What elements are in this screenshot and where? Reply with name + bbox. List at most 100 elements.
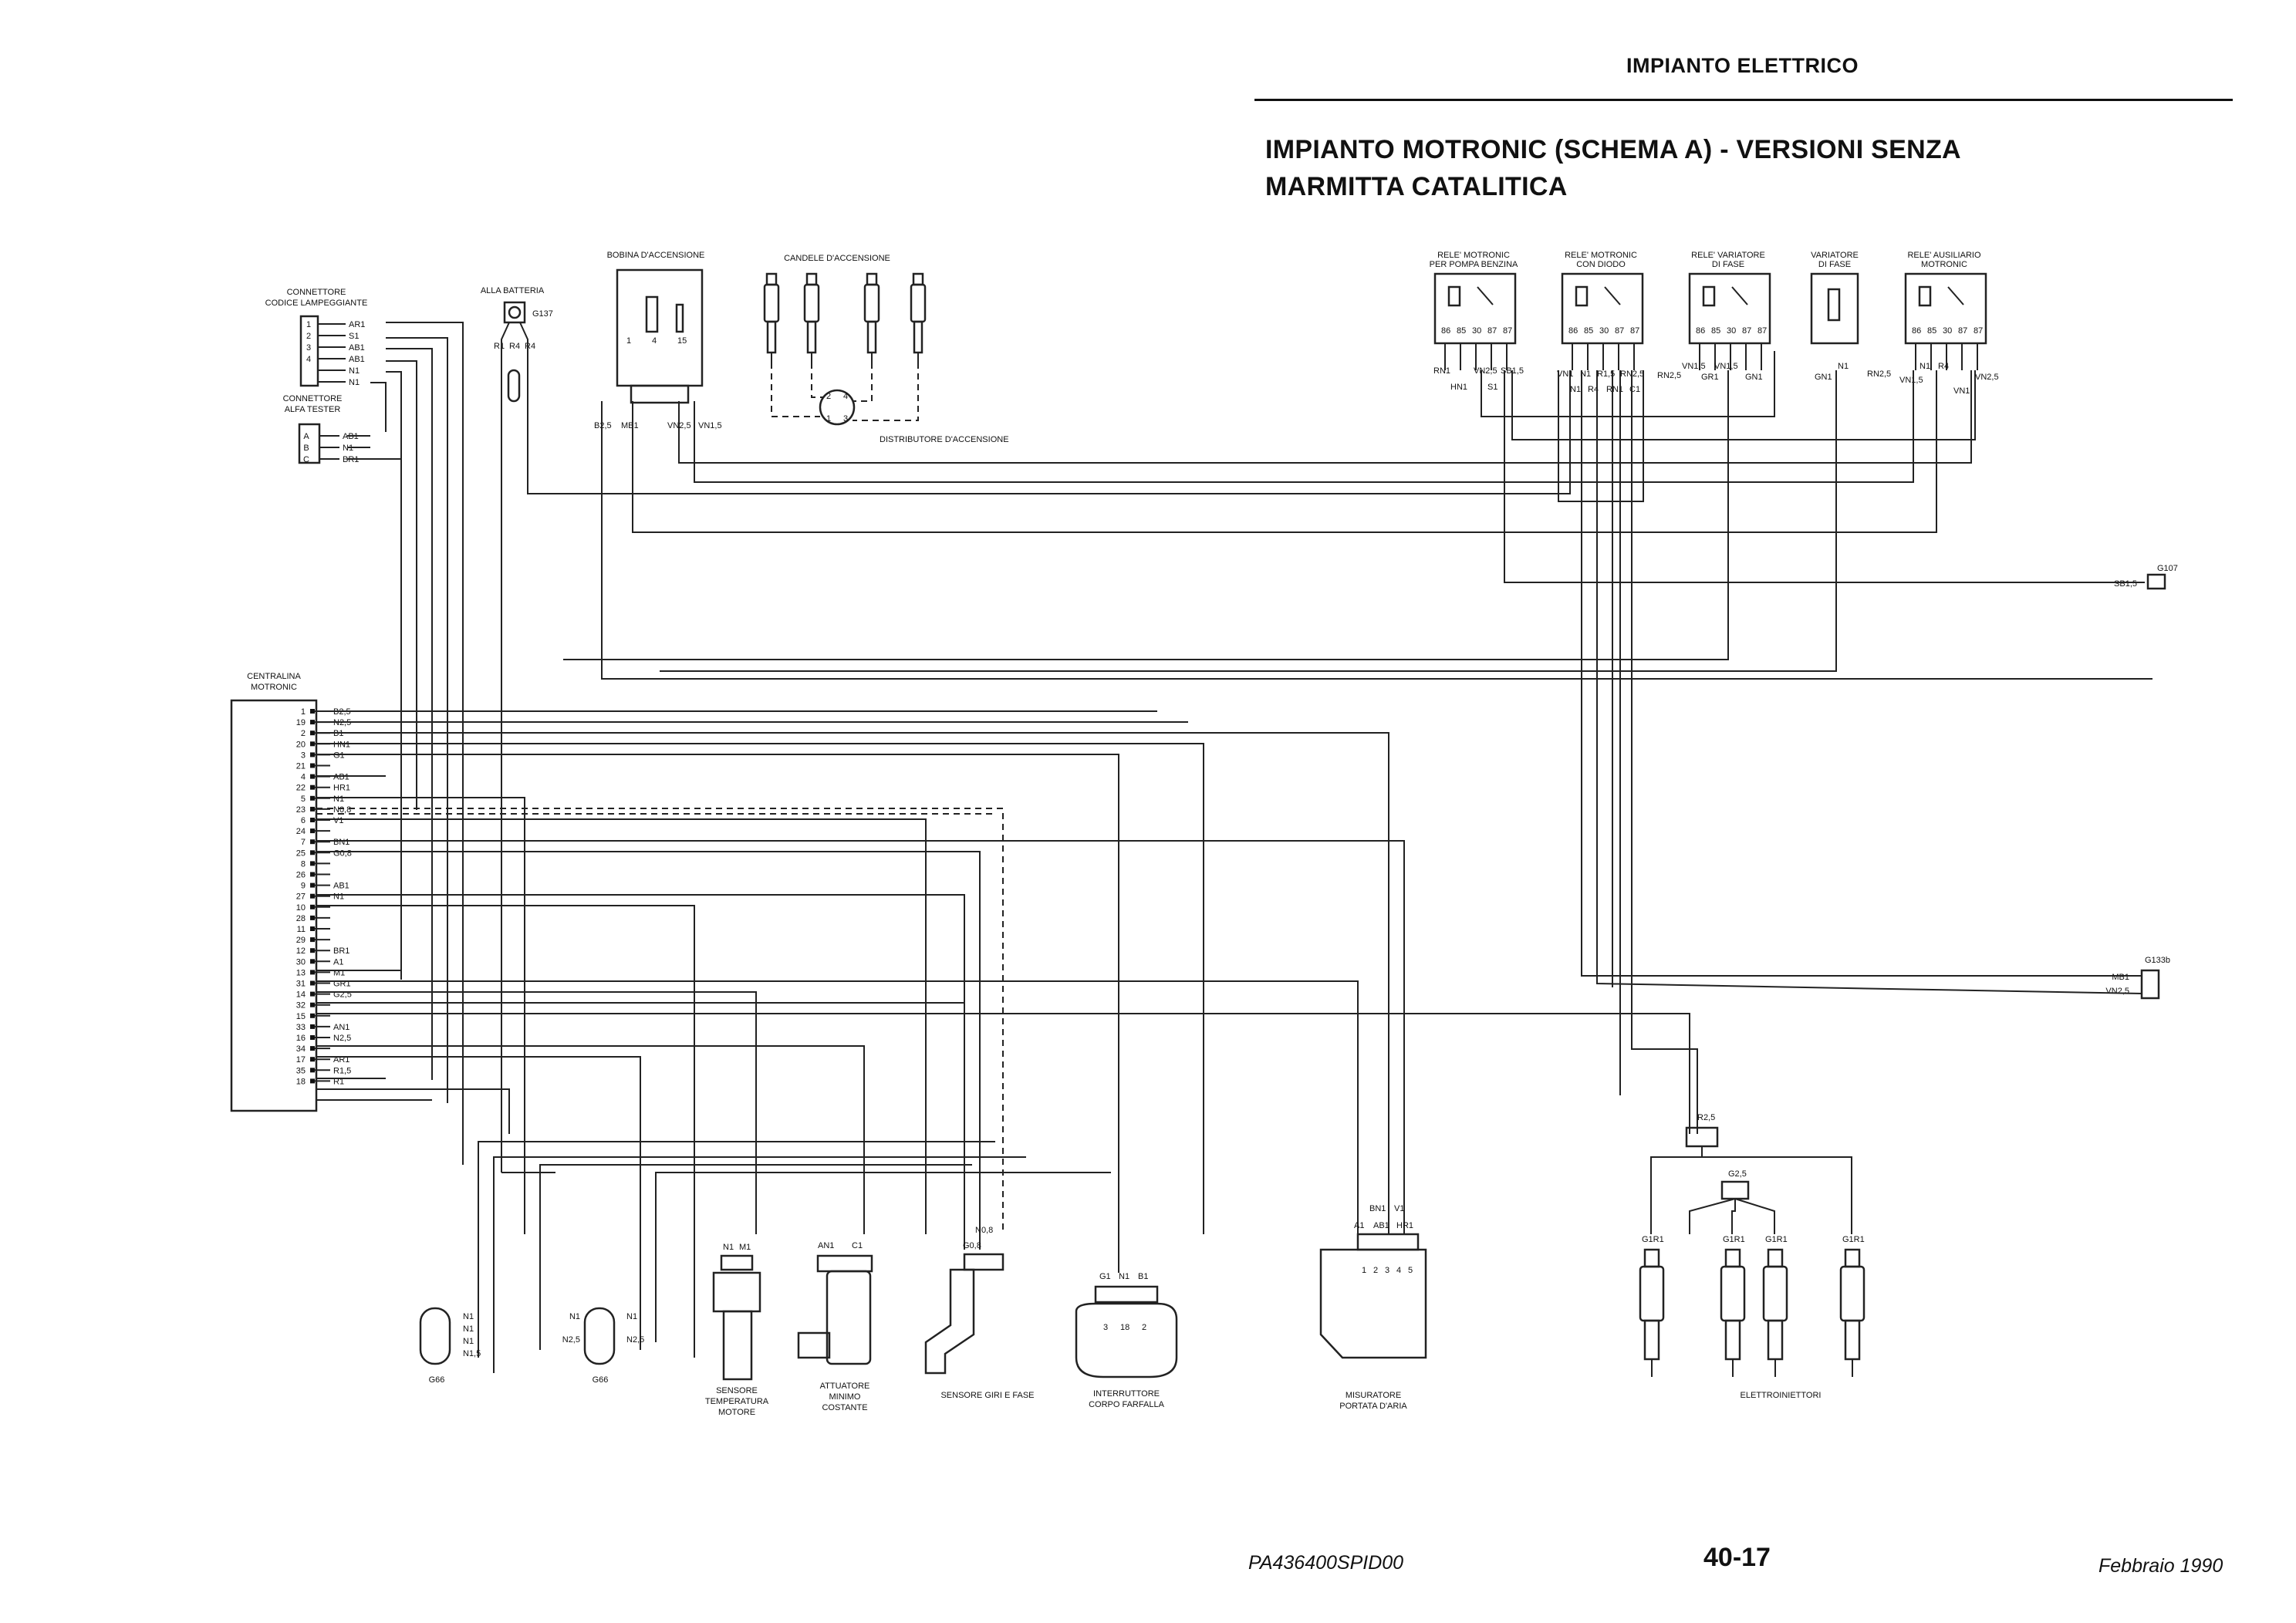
maf-wire-a1: A1 — [1354, 1221, 1364, 1230]
rele-aus-wire-vn25: VN2,5 — [1975, 373, 1999, 382]
maf-wire-v1: V1 — [1394, 1204, 1404, 1213]
distributore-label: DISTRIBUTORE D'ACCENSIONE — [880, 435, 1009, 444]
bobina-accensione: BOBINA D'ACCENSIONE 1 4 15 B2,5 MB1 VN2,… — [594, 251, 722, 430]
relay-terminal-label: 87 — [1615, 326, 1624, 336]
ecu-pin-row: 28 — [296, 914, 330, 923]
ecu-pin-wire: A1 — [333, 957, 343, 967]
farfalla-wire-g1: G1 — [1099, 1272, 1111, 1281]
spark-plug-icon — [763, 272, 780, 363]
ecu-pin-number: 12 — [296, 946, 306, 956]
rele-ausiliario-label-1: RELE' AUSILIARIO — [1907, 251, 1980, 260]
maf-pin-2: 2 — [1373, 1266, 1378, 1275]
ecu-pin-terminal — [310, 763, 315, 768]
rele-aus-wire-rn25: RN2,5 — [1867, 369, 1891, 379]
batteria-label: ALLA BATTERIA — [481, 286, 545, 295]
rele-pompa-wire-vn25: VN2,5 — [1474, 366, 1497, 376]
ecu-pin-wire: G1 — [333, 751, 345, 760]
attuatore-label-1: ATTUATORE — [820, 1382, 870, 1391]
batteria-wire-3: R4 — [525, 342, 535, 351]
ecu-pin-terminal — [310, 785, 315, 790]
maf-pin-1: 1 — [1362, 1266, 1366, 1275]
g133b-wire-mb1: MB1 — [2112, 973, 2129, 982]
batteria-wire-1: R1 — [494, 342, 505, 351]
rele-aus-wire-r4: R4 — [1938, 362, 1949, 371]
rele-variatore-wire-gn1: GN1 — [1745, 373, 1763, 382]
ecu-pin-number: 10 — [296, 903, 306, 913]
ecu-pin-number: 7 — [301, 838, 306, 847]
ecu-pin-terminal — [310, 806, 315, 812]
attuatore-body — [826, 1270, 872, 1365]
rele-pompa-wire-rn1: RN1 — [1433, 366, 1450, 376]
iniettori-junction-2 — [1720, 1180, 1750, 1200]
attuatore-wire-an1: AN1 — [818, 1241, 834, 1250]
variatore-wire-n1: N1 — [1838, 362, 1849, 371]
conn-codice-body — [299, 315, 319, 387]
bobina-body — [616, 268, 704, 387]
candele-accensione: CANDELE D'ACCENSIONE 2 4 1 3 DISTRIBUTOR… — [763, 254, 1009, 444]
ecu-pin-terminal — [310, 850, 315, 855]
injector-wire-label: G1R1 — [1723, 1235, 1745, 1244]
variatore-label-2: DI FASE — [1818, 260, 1851, 269]
ecu-pin-number: 28 — [296, 914, 306, 923]
rele-diodo-wire-r4: R4 — [1588, 385, 1599, 394]
ecu-pin-terminal — [310, 970, 315, 975]
rele-con-diodo: RELE' MOTRONIC CON DIODO — [1565, 251, 1637, 269]
ecu-pin-wire: AN1 — [333, 1023, 349, 1032]
ecu-pin-wire: B1 — [333, 729, 343, 738]
relay-terminal-label: 87 — [1757, 326, 1767, 336]
relay-terminal-label: 87 — [1974, 326, 1983, 336]
ecu-pin-number: 16 — [296, 1034, 306, 1043]
ecu-pin-terminal — [310, 872, 315, 877]
hv-leads — [771, 363, 919, 421]
iniettori-feed-lines — [1650, 1146, 1852, 1234]
injector-wire-label: G1R1 — [1642, 1235, 1664, 1244]
variatore-fase: VARIATORE DI FASE — [1810, 251, 1859, 345]
page-title-line-2: MARMITTA CATALITICA — [1265, 172, 1568, 201]
bobina-pin-4: 4 — [652, 336, 657, 346]
ecu-pin-number: 4 — [301, 773, 306, 782]
ecu-pin-terminal — [310, 926, 315, 931]
maf-wire-hr1: HR1 — [1396, 1221, 1413, 1230]
giri-connector — [963, 1253, 1004, 1271]
relay-coil-icon — [1575, 285, 1589, 307]
g66-a-wire-3: N1 — [463, 1337, 474, 1346]
attuatore-label-2: MINIMO — [829, 1392, 861, 1402]
ecu-pin-number: 27 — [296, 892, 306, 902]
giri-label: SENSORE GIRI E FASE — [940, 1391, 1034, 1400]
batteria-box — [503, 301, 526, 324]
rele-aus-wire-vn1: VN1 — [1953, 386, 1970, 396]
codice-pin-wire: AR1 — [349, 320, 365, 329]
g66-b-wire-1: N1 — [569, 1312, 580, 1321]
iniettori-label: ELETTROINIETTORI — [1741, 1391, 1822, 1400]
iniettori-junction-1 — [1685, 1126, 1719, 1148]
temp-wire-m1: M1 — [739, 1243, 751, 1252]
alfa-pin-letter: C — [303, 455, 309, 464]
rele-variatore-label-1: RELE' VARIATORE — [1691, 251, 1765, 260]
ecu-pin-terminal — [310, 915, 315, 920]
temp-probe — [722, 1310, 753, 1381]
g66-a-wire-4: N1,5 — [463, 1349, 481, 1358]
ecu-pin-terminal — [310, 1078, 315, 1084]
bobina-pin-1: 1 — [626, 336, 631, 346]
ecu-pin-terminal — [310, 991, 315, 997]
rele-diodo-wire-r15: R1,5 — [1597, 369, 1615, 379]
relay-contact-icon — [1947, 286, 1964, 305]
rele-diodo-label-2: CON DIODO — [1576, 260, 1626, 269]
ecu-pin-wire: BR1 — [333, 946, 349, 956]
rele-pompa-wire-s1: S1 — [1487, 383, 1497, 392]
ecu-pin-number: 8 — [301, 859, 306, 869]
ground-g107: G107 SB1,5 — [2114, 564, 2178, 590]
relay-terminal-label: 87 — [1487, 326, 1497, 336]
ecu-pin-terminal — [310, 937, 315, 943]
g66-a-wire-2: N1 — [463, 1324, 474, 1334]
conn-codice-label-2: CODICE LAMPEGGIANTE — [265, 299, 368, 308]
ecu-pin-terminal — [310, 948, 315, 953]
farfalla-pin-3: 3 — [1103, 1323, 1108, 1332]
rele-diodo-wire-vn1: VN1 — [1557, 369, 1573, 379]
